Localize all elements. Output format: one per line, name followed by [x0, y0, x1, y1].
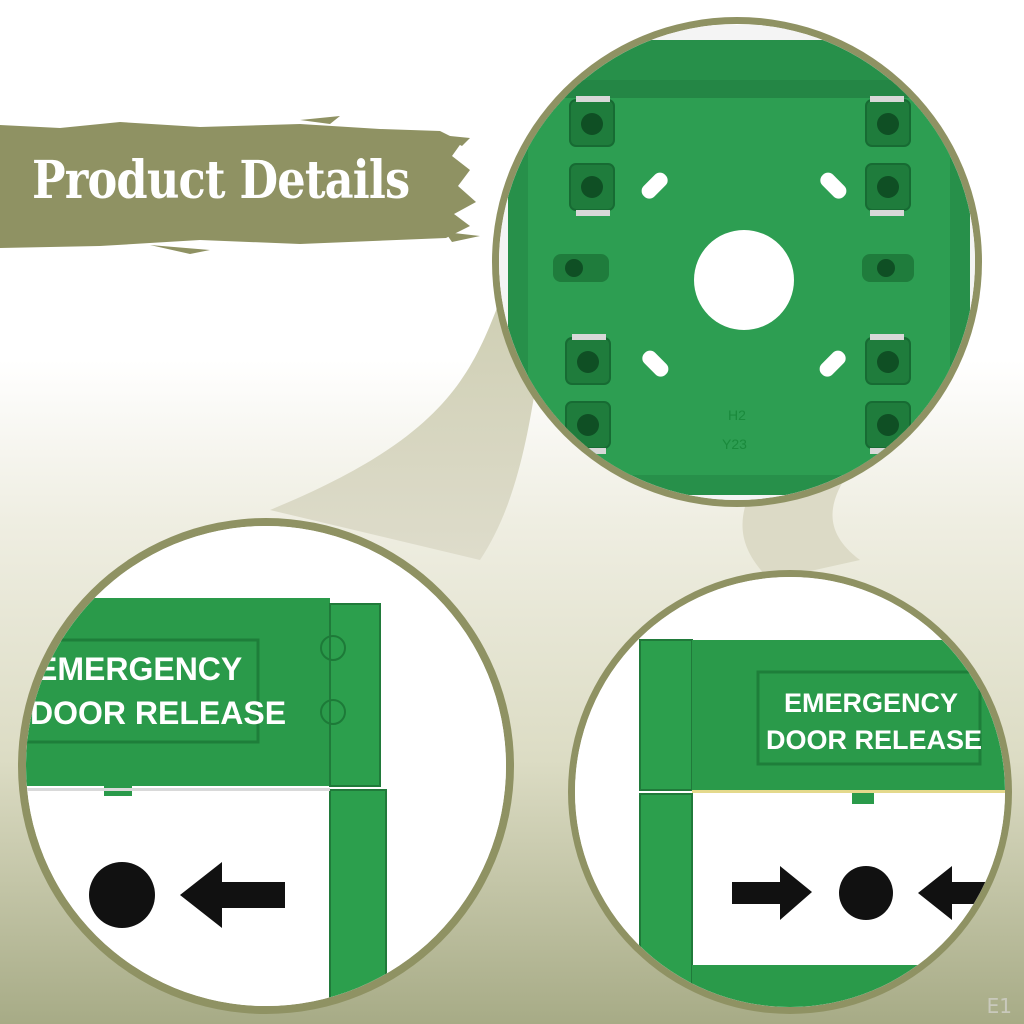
mold-mark-h2: H2 [728, 407, 746, 423]
mold-mark-y23: Y23 [722, 436, 747, 452]
arrow-left-icon [918, 866, 1000, 920]
mounting-peg-left [553, 254, 609, 282]
right-detail-circle: EMERGENCY DOOR RELEASE [568, 570, 1012, 1014]
callout-connector-left [270, 300, 540, 560]
mounting-peg-right [862, 254, 914, 282]
banner-title: Product Details [32, 150, 410, 211]
arrow-left-icon [180, 862, 285, 928]
arrow-right-icon [732, 866, 812, 920]
brush-banner [0, 116, 480, 254]
left-detail-circle: EMERGENCY DOOR RELEASE [18, 518, 514, 1014]
right-label-line1: EMERGENCY [784, 688, 958, 718]
left-label-line2: DOOR RELEASE [30, 695, 286, 731]
watermark: E1 [986, 994, 1012, 1018]
top-detail-circle: H2 Y23 [492, 17, 982, 507]
right-label-line2: DOOR RELEASE [766, 725, 982, 755]
cable-entry-hole [694, 230, 794, 330]
left-label-line1: EMERGENCY [36, 651, 242, 687]
press-point-dot-icon [839, 866, 893, 920]
press-point-dot-icon [89, 862, 155, 928]
